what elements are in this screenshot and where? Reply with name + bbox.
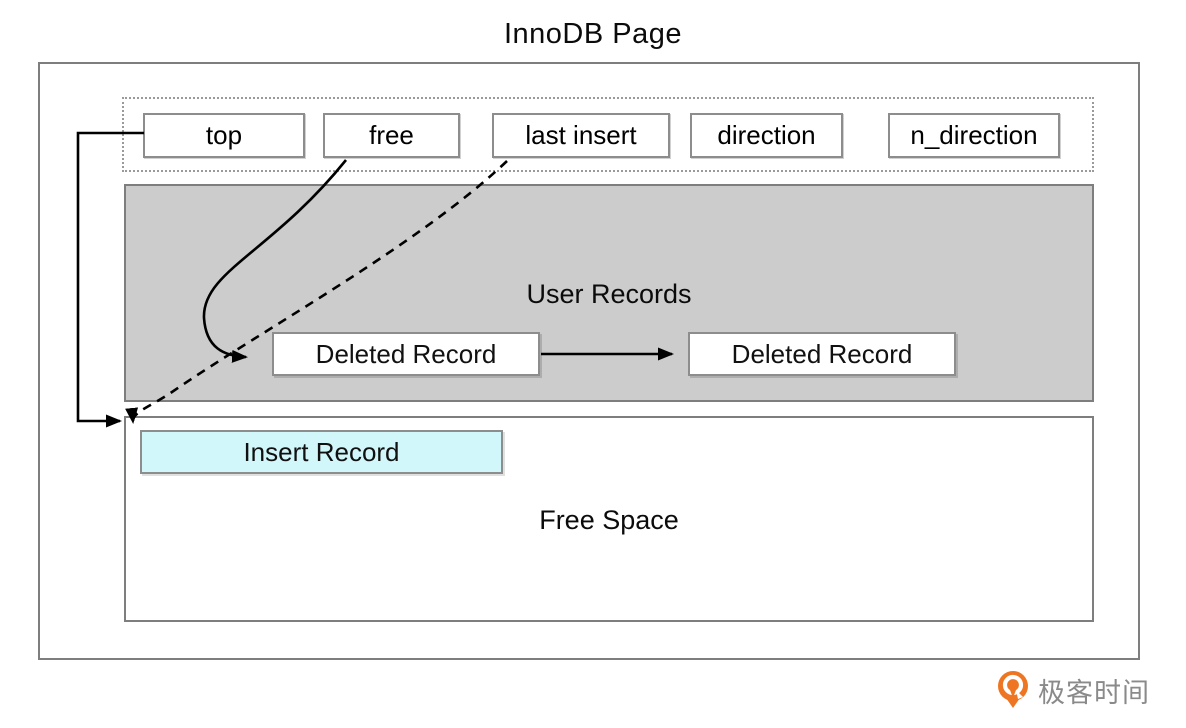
field-box-free: free bbox=[323, 113, 460, 158]
field-box-direction: direction bbox=[690, 113, 843, 158]
brand-logo-text: 极客时间 bbox=[1038, 677, 1150, 708]
geektime-logo-icon bbox=[998, 671, 1028, 708]
free-space-label: Free Space bbox=[539, 505, 679, 535]
field-box-top: top bbox=[143, 113, 305, 158]
field-box-n-direction: n_direction bbox=[888, 113, 1060, 158]
user-records-label: User Records bbox=[526, 279, 692, 309]
brand-footer: 极客时间 bbox=[996, 670, 1150, 710]
deleted-record-box-2: Deleted Record bbox=[688, 332, 956, 376]
deleted-record-box-1: Deleted Record bbox=[272, 332, 540, 376]
field-box-last-insert: last insert bbox=[492, 113, 670, 158]
page-title: InnoDB Page bbox=[503, 18, 682, 50]
insert-record-box: Insert Record bbox=[140, 430, 503, 474]
